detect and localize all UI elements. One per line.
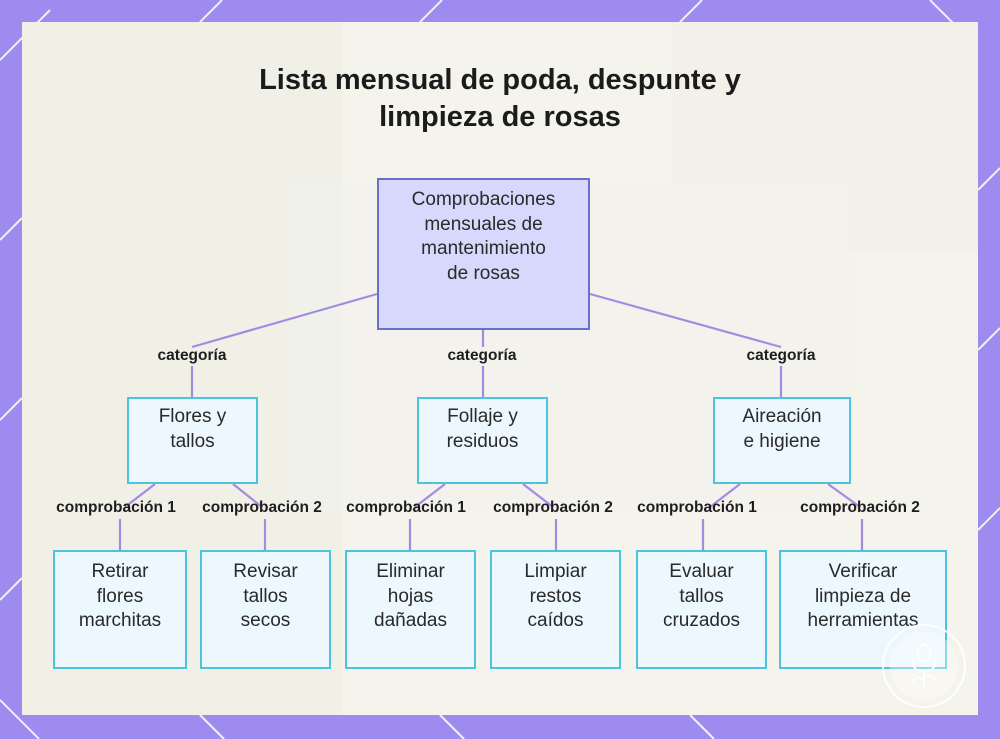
check-node-evaluar-tallos: Evaluar tallos cruzados [636, 550, 767, 669]
connector-line [414, 483, 446, 508]
check-label: Revisar tallos secos [233, 561, 298, 631]
edge-label-check-1: comprobación 1 [346, 499, 466, 516]
root-node-label: Comprobaciones mensuales de mantenimient… [411, 189, 556, 284]
check-node-revisar-tallos: Revisar tallos secos [200, 550, 331, 669]
connector-line [522, 483, 554, 508]
edge-label-check-2: comprobación 2 [202, 499, 322, 516]
edge-label-check-2: comprobación 2 [493, 499, 613, 516]
check-label: Limpiar restos caídos [524, 561, 587, 631]
check-label: Evaluar tallos cruzados [662, 561, 741, 631]
title-line-2: limpieza de rosas [379, 101, 621, 133]
edge-label-check-2: comprobación 2 [800, 499, 920, 516]
check-node-retirar-flores: Retirar flores marchitas [53, 550, 187, 669]
category-node-flores: Flores y tallos [127, 397, 258, 484]
connector-line [232, 483, 263, 508]
category-label: Follaje y residuos [446, 406, 519, 452]
rose-logo-watermark [882, 624, 966, 708]
connector-line [827, 483, 861, 508]
edge-label-check-1: comprobación 1 [56, 499, 176, 516]
check-label: Verificar limpieza de herramientas [807, 561, 919, 631]
edge-label-category-2: categoría [447, 347, 517, 364]
connector-line [589, 292, 782, 349]
check-label: Retirar flores marchitas [78, 561, 162, 631]
connector-line [191, 292, 378, 349]
edge-label-category-3: categoría [746, 347, 816, 364]
category-label: Aireación e higiene [742, 406, 822, 452]
check-node-eliminar-hojas: Eliminar hojas dañadas [345, 550, 476, 669]
check-label: Eliminar hojas dañadas [374, 561, 447, 631]
edge-label-check-1: comprobación 1 [637, 499, 757, 516]
edge-label-category-1: categoría [157, 347, 227, 364]
title-line-1: Lista mensual de poda, despunte y [259, 64, 741, 96]
root-node: Comprobaciones mensuales de mantenimient… [377, 178, 590, 330]
category-node-aireacion: Aireación e higiene [713, 397, 851, 484]
category-label: Flores y tallos [158, 406, 227, 452]
diagram-title: Lista mensual de poda, despunte y limpie… [0, 62, 1000, 136]
connector-line [709, 483, 741, 508]
check-node-limpiar-restos: Limpiar restos caídos [490, 550, 621, 669]
category-node-follaje: Follaje y residuos [417, 397, 548, 484]
connector-line [124, 483, 156, 508]
